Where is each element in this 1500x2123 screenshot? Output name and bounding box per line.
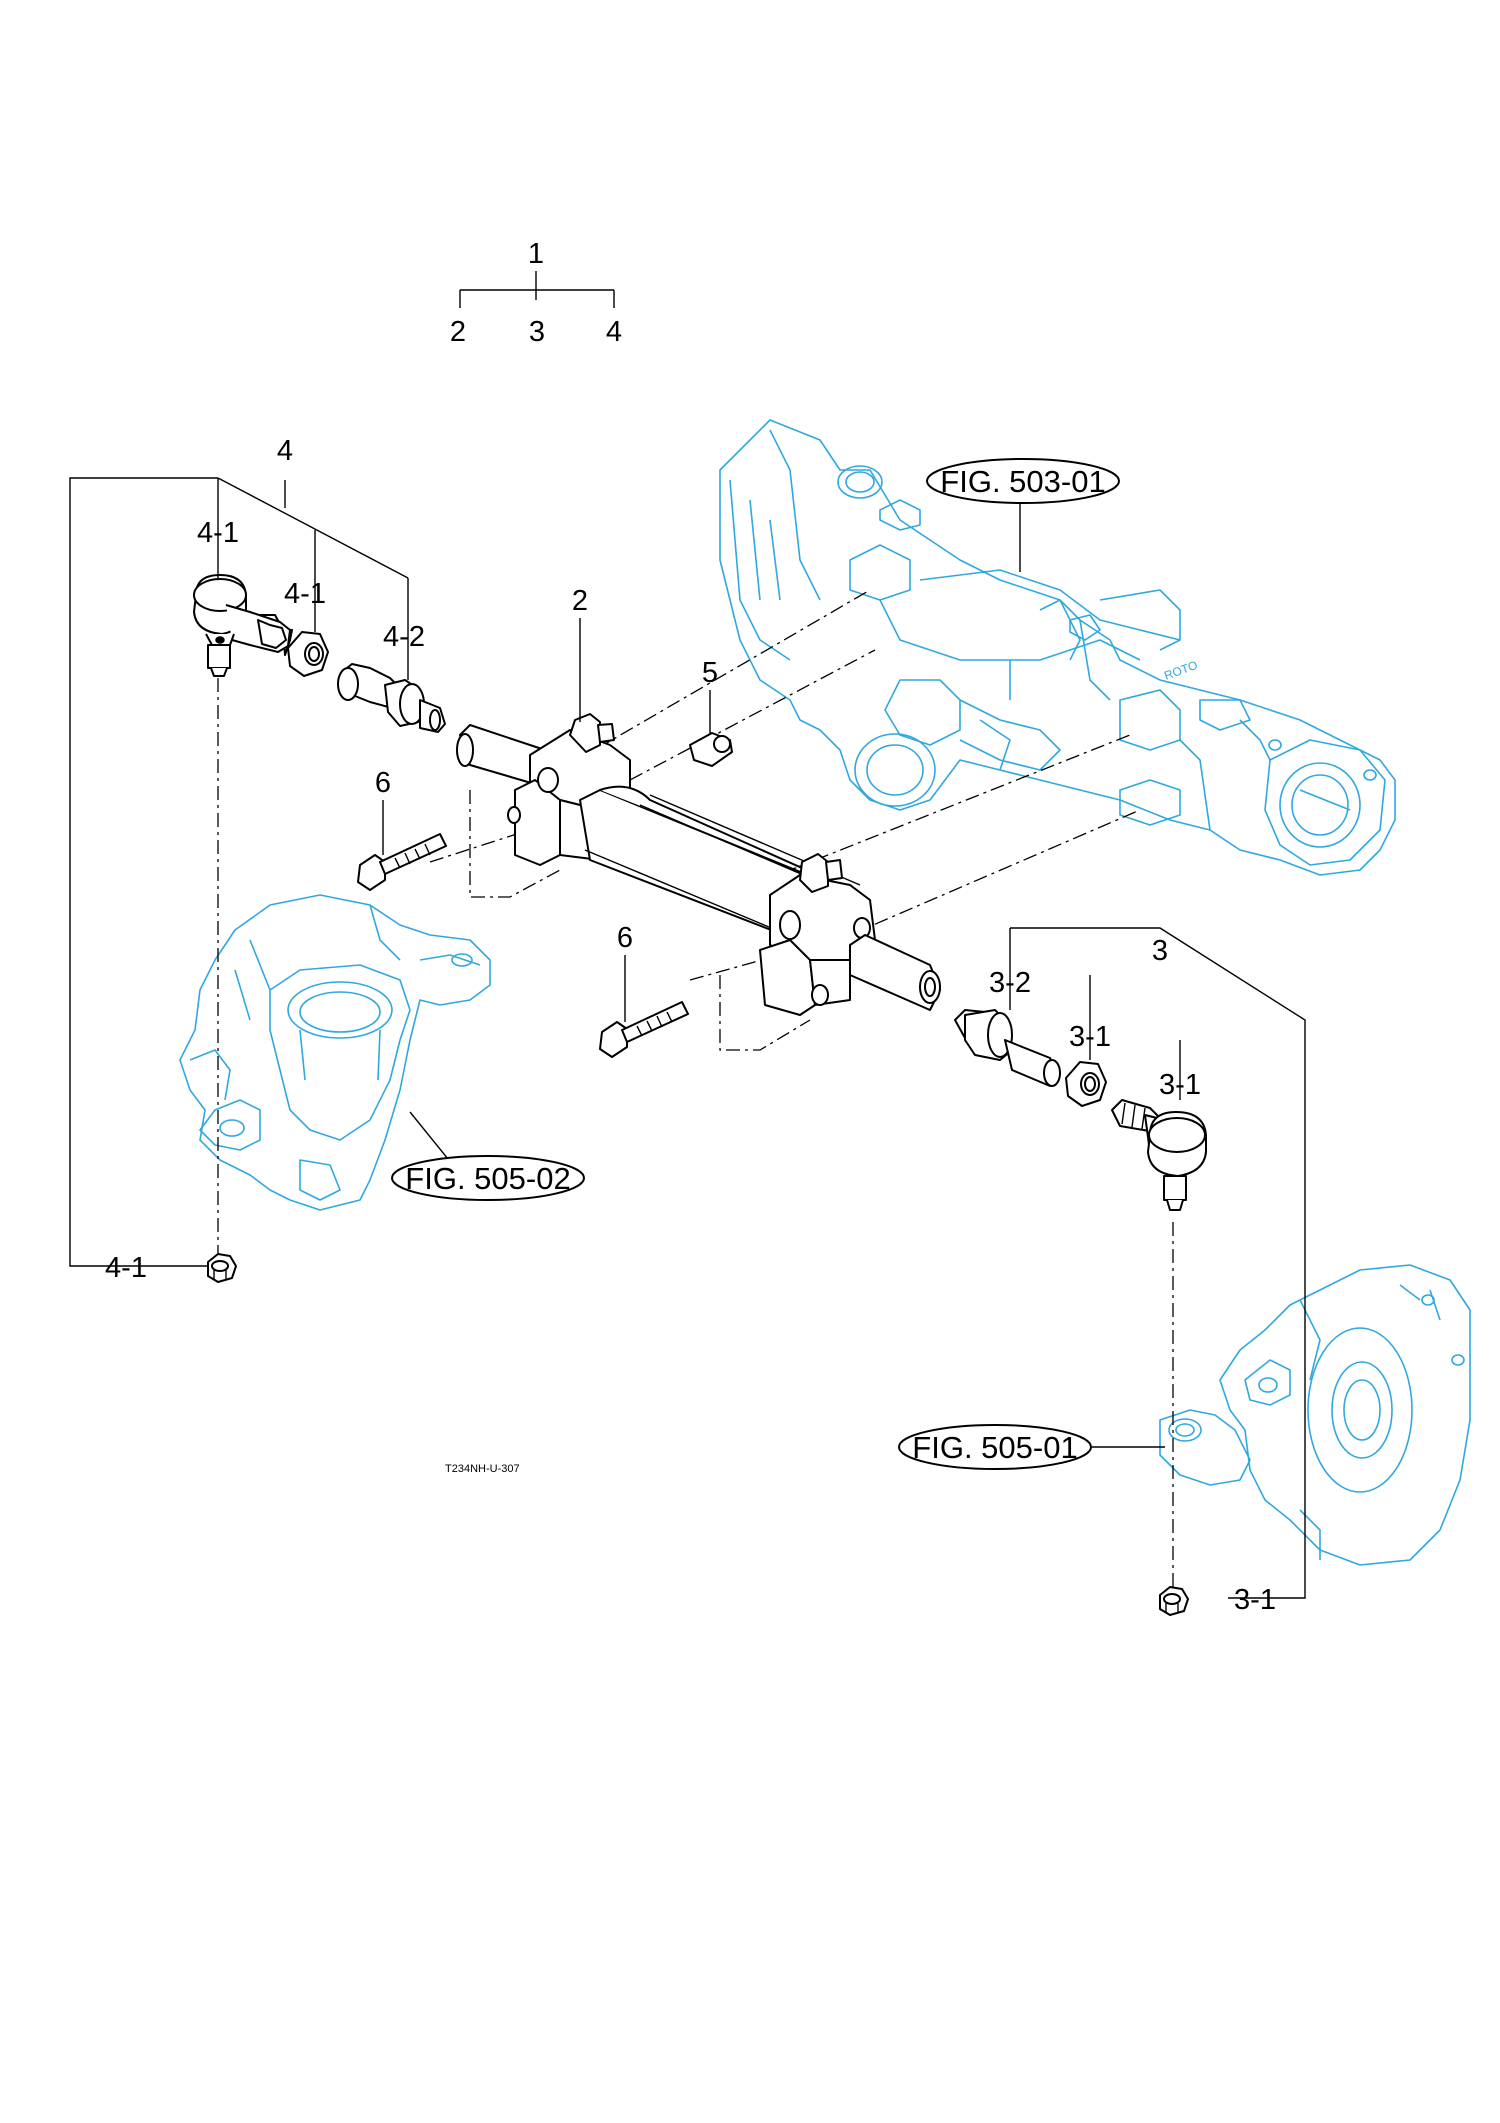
bolt-lower-part-6	[599, 1001, 689, 1058]
callout-6-bolt-lower: 6	[617, 922, 633, 954]
callout-6-bolt-upper: 6	[375, 767, 391, 799]
castle-nut-left-part-4-1	[207, 1253, 237, 1283]
pin-part-5	[689, 732, 733, 767]
ball-joint-right-part-3-2	[954, 1009, 1061, 1087]
tree-child-label: 2	[450, 316, 466, 348]
callout-assembly-3: 3	[1152, 935, 1168, 967]
callout-4-2-ball-joint: 4-2	[383, 621, 425, 653]
jam-nut-left-part-4-1	[287, 631, 329, 677]
callout-3-1-jam-nut: 3-1	[1069, 1021, 1111, 1053]
callout-2-cylinder: 2	[572, 585, 588, 617]
jam-nut-right-part-3-1	[1065, 1061, 1107, 1107]
svg-text:ROTO: ROTO	[1162, 658, 1199, 683]
tree-child-label: 4	[606, 316, 622, 348]
fig-ref-left-knuckle: FIG. 505-02	[405, 1161, 570, 1196]
tie-rod-end-left-part-4-1	[193, 574, 293, 677]
steering-cylinder-part-2	[456, 713, 941, 1016]
right-knuckle-reference-outline	[1159, 1264, 1471, 1566]
fig-ref-right-knuckle: FIG. 505-01	[912, 1430, 1077, 1465]
castle-nut-right-part-3-1	[1159, 1586, 1189, 1616]
callout-4-1-tie-rod-end: 4-1	[197, 517, 239, 549]
callout-3-1-castle-nut: 3-1	[1234, 1584, 1276, 1616]
bolt-upper-part-6	[357, 833, 447, 891]
tree-parent-label: 1	[528, 238, 544, 270]
callout-labels: 4 4-1 4-1 4-2 4-1 2 5 6 6 3 3-2 3-1 3-1 …	[105, 435, 1276, 1616]
figure-reference-callouts: FIG. 503-01 FIG. 505-02 FIG. 505-01	[391, 458, 1120, 1470]
fig-ref-axle-housing: FIG. 503-01	[940, 464, 1105, 499]
callout-4-1-castle-nut: 4-1	[105, 1252, 147, 1284]
callout-3-1-tie-rod-end: 3-1	[1159, 1069, 1201, 1101]
callout-4-1-jam-nut: 4-1	[284, 578, 326, 610]
tie-rod-end-right-part-3-1	[1111, 1099, 1207, 1211]
ball-joint-left-part-4-2	[337, 663, 446, 733]
callout-leader-lines	[69, 477, 1306, 1599]
tree-child-label: 3	[529, 316, 545, 348]
alignment-dashed-lines	[217, 589, 1174, 1600]
callout-5-pin: 5	[702, 657, 718, 689]
axle-housing-reference-outline: ROTO	[719, 419, 1396, 876]
assembly-hierarchy-tree: 1 2 3 4	[450, 238, 622, 348]
callout-assembly-4: 4	[277, 435, 293, 467]
left-knuckle-reference-outline	[179, 894, 491, 1211]
callout-3-2-ball-joint: 3-2	[989, 967, 1031, 999]
drawing-code: T234NH-U-307	[445, 1463, 520, 1475]
